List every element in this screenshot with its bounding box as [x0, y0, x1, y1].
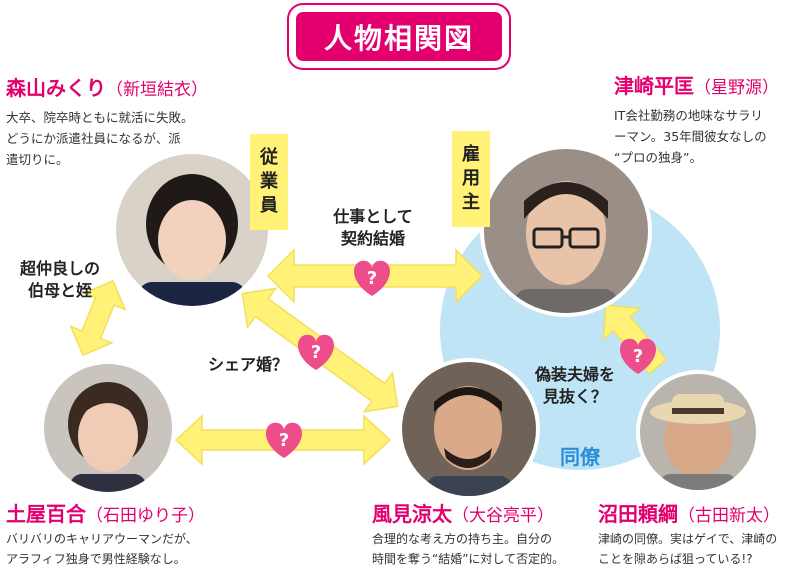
employer-label: 雇 用 主	[452, 131, 490, 227]
heart-icon-share: ?	[298, 334, 334, 370]
aunt-label-line: 超仲良しの	[19, 259, 100, 278]
character-desc: 津崎の同僚。実はゲイで、津崎の ことを隙あらば狙っている!?	[598, 529, 780, 569]
desc-line: ことを隙あらば狙っている!?	[598, 552, 753, 566]
aunt-label: 超仲良しの 伯母と姪	[8, 258, 112, 302]
character-desc: 合理的な考え方の持ち主。自分の 時間を奪う“結婚”に対して否定的。	[372, 529, 564, 569]
actor-text: （石田ゆり子）	[86, 506, 205, 526]
character-name: 津崎平匡（星野源）	[614, 70, 779, 99]
contract-label-line: 契約結婚	[340, 229, 405, 248]
name-text: 沼田頼綱	[598, 502, 678, 526]
portrait-mikuri	[112, 150, 272, 310]
character-yoritsuna: 沼田頼綱（古田新太） 津崎の同僚。実はゲイで、津崎の ことを隙あらば狙っている!…	[598, 498, 780, 569]
heart-question: ?	[367, 268, 377, 289]
contract-label: 仕事として 契約結婚	[318, 206, 428, 250]
desc-line: IT会社勤務の地味なサラリ	[614, 108, 763, 123]
name-text: 風見涼太	[372, 502, 452, 526]
name-text: 森山みくり	[6, 76, 106, 100]
aunt-label-line: 伯母と姪	[27, 281, 92, 300]
character-mikuri: 森山みくり（新垣結衣） 大卒、院卒時ともに就活に失敗。 どうにか派遣社員になるが…	[6, 72, 208, 170]
contract-label-line: 仕事として	[333, 207, 413, 226]
desc-line: 遣切りに。	[6, 152, 69, 167]
character-name: 沼田頼綱（古田新太）	[598, 498, 780, 527]
actor-text: （大谷亮平）	[452, 506, 554, 526]
name-text: 津崎平匡	[614, 74, 694, 98]
colleague-label: 同僚	[560, 445, 600, 469]
desc-line: バリバリのキャリアウーマンだが、	[6, 532, 198, 546]
employee-label: 従 業 員	[250, 134, 288, 230]
character-name: 土屋百合（石田ゆり子）	[6, 498, 205, 527]
actor-text: （古田新太）	[678, 506, 780, 526]
employee-label-char: 業	[260, 171, 278, 192]
character-desc: 大卒、院卒時ともに就活に失敗。 どうにか派遣社員になるが、派 遣切りに。	[6, 107, 208, 170]
actor-text: （新垣結衣）	[106, 80, 208, 100]
character-yuriko: 土屋百合（石田ゆり子） バリバリのキャリアウーマンだが、 アラフィフ独身で男性経…	[6, 498, 205, 569]
desc-line: 時間を奪う“結婚”に対して否定的。	[372, 552, 565, 566]
portrait-yoritsuna	[636, 370, 760, 494]
character-desc: IT会社勤務の地味なサラリ ーマン。35年間彼女なしの “プロの独身”。	[614, 105, 779, 168]
desc-line: アラフィフ独身で男性経験なし。	[6, 552, 186, 566]
desc-line: “プロの独身”。	[614, 150, 702, 165]
heart-icon-yuriko-ryota: ?	[266, 422, 302, 458]
heart-question: ?	[279, 430, 289, 451]
aunt-arrow	[69, 279, 127, 357]
page-title: 人物相関図	[293, 9, 505, 64]
character-hiramasa: 津崎平匡（星野源） IT会社勤務の地味なサラリ ーマン。35年間彼女なしの “プ…	[614, 70, 779, 168]
share-label: シェア婚？	[207, 355, 288, 374]
portrait-yuriko	[40, 360, 176, 496]
fake-couple-label-line: 見抜く？	[542, 387, 607, 406]
character-ryota: 風見涼太（大谷亮平） 合理的な考え方の持ち主。自分の 時間を奪う“結婚”に対して…	[372, 498, 564, 569]
desc-line: 津崎の同僚。実はゲイで、津崎の	[598, 532, 778, 546]
employee-label-char: 員	[260, 195, 278, 216]
heart-icon-fake: ?	[620, 338, 656, 374]
employer-label-char: 用	[462, 168, 480, 189]
desc-line: 大卒、院卒時ともに就活に失敗。	[6, 110, 194, 125]
desc-line: ーマン。35年間彼女なしの	[614, 129, 767, 144]
employee-label-char: 従	[260, 147, 278, 168]
character-desc: バリバリのキャリアウーマンだが、 アラフィフ独身で男性経験なし。	[6, 529, 205, 569]
heart-icon-contract: ?	[354, 260, 390, 296]
desc-line: 合理的な考え方の持ち主。自分の	[372, 532, 553, 546]
character-name: 森山みくり（新垣結衣）	[6, 72, 208, 101]
name-text: 土屋百合	[6, 502, 86, 526]
actor-text: （星野源）	[694, 78, 779, 98]
portrait-hiramasa	[480, 145, 652, 317]
character-name: 風見涼太（大谷亮平）	[372, 498, 564, 527]
desc-line: どうにか派遣社員になるが、派	[6, 131, 181, 146]
fake-couple-label-line: 偽装夫婦を	[534, 365, 615, 384]
portrait-ryota	[398, 358, 540, 500]
heart-question: ?	[311, 342, 321, 363]
employer-label-char: 雇	[462, 144, 480, 165]
employer-label-char: 主	[462, 192, 480, 213]
heart-question: ?	[633, 346, 643, 367]
fake-couple-label: 偽装夫婦を 見抜く？	[526, 364, 624, 408]
